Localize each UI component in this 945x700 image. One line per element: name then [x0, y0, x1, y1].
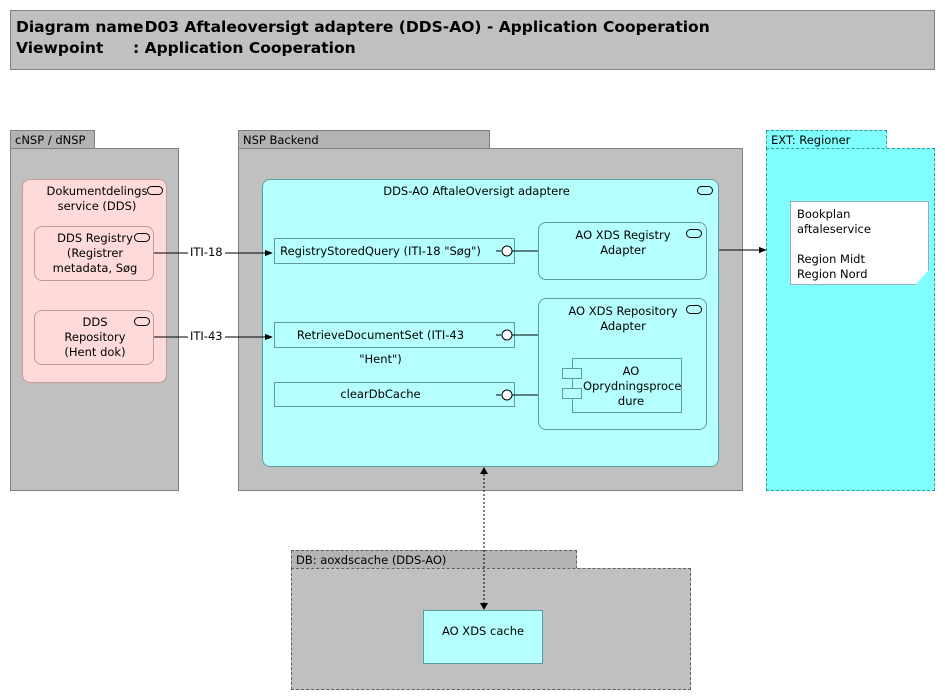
- dds-registry-label-line: DDS Registry: [57, 231, 133, 245]
- ao-repository-adapter-label: AO XDS Repository Adapter: [549, 304, 697, 334]
- component-icon: [134, 317, 150, 326]
- dds-service-label-line: service (DDS): [57, 199, 137, 213]
- dds-registry-label-line: metadata, Søg: [52, 261, 138, 275]
- ao-repository-adapter-label-line: AO XDS Repository: [568, 304, 678, 318]
- ao-xds-cache-label: AO XDS cache: [441, 624, 525, 638]
- nsp-backend-group-tab[interactable]: NSP Backend: [238, 130, 490, 149]
- diagram-name-key: Diagram name: [16, 18, 144, 36]
- db-group-tab[interactable]: DB: aoxdscache (DDS-AO): [291, 550, 577, 569]
- retrieve-document-set-interface[interactable]: RetrieveDocumentSet (ITI-43 "Hent"): [274, 322, 515, 366]
- ao-registry-adapter-label-line: Adapter: [600, 243, 646, 257]
- bookplan-note[interactable]: Bookplan aftaleservice Region Midt Regio…: [790, 201, 929, 285]
- ao-repository-adapter-label-line: Adapter: [600, 319, 646, 333]
- ao-registry-adapter-label: AO XDS Registry Adapter: [549, 228, 697, 258]
- dds-repository-component[interactable]: DDS Repository (Hent dok): [34, 310, 154, 365]
- diagram-name-row: Diagram name: D03 Aftaleoversigt adapter…: [16, 17, 934, 38]
- component-icon: [134, 233, 150, 242]
- dds-registry-label: DDS Registry (Registrer metadata, Søg: [39, 231, 151, 276]
- ao-xds-cache-artifact[interactable]: AO XDS cache: [423, 610, 543, 664]
- diagram-name-value: : D03 Aftaleoversigt adaptere (DDS-AO) -…: [133, 18, 710, 36]
- registry-stored-query-interface[interactable]: RegistryStoredQuery (ITI-18 "Søg"): [274, 238, 515, 264]
- dds-repository-label-line: (Hent dok): [64, 345, 126, 359]
- dds-repository-label-line: DDS: [82, 315, 108, 329]
- note-title: Bookplan aftaleservice: [797, 207, 871, 236]
- viewpoint-key: Viewpoint: [16, 39, 104, 57]
- repository-lollipop-icon: [501, 329, 513, 341]
- dds-repository-label-line: Repository: [64, 330, 126, 344]
- registry-lollipop-icon: [501, 245, 513, 257]
- component-port-icon: [562, 368, 582, 379]
- ao-oprydning-label-line: AO: [622, 364, 640, 378]
- cache-access-arrow-up-icon: [480, 467, 488, 474]
- ext-regioner-group-tab[interactable]: EXT: Regioner: [766, 130, 887, 149]
- ao-oprydning-label: AO Oprydningsproce dure: [583, 364, 682, 409]
- component-icon: [697, 186, 713, 195]
- iti18-edge-label: ITI-18: [188, 245, 225, 259]
- dds-service-label-line: Dokumentdelings: [46, 184, 148, 198]
- ao-oprydning-component[interactable]: AO Oprydningsproce dure: [572, 358, 682, 413]
- ao-oprydning-label-line: Oprydningsproce: [583, 379, 682, 393]
- diagram-title-box: Diagram name: D03 Aftaleoversigt adapter…: [10, 10, 935, 70]
- viewpoint-row: Viewpoint : Application Cooperation: [16, 38, 934, 59]
- ao-oprydning-label-line: dure: [617, 394, 645, 408]
- component-icon: [147, 186, 163, 195]
- viewpoint-value: : Application Cooperation: [133, 39, 356, 57]
- component-port-icon: [562, 388, 582, 399]
- dds-registry-label-line: (Registrer: [66, 246, 124, 260]
- component-icon: [686, 305, 702, 314]
- cache-access-arrow-down-icon: [480, 603, 488, 610]
- note-line: Region Nord: [797, 267, 868, 281]
- cache-lollipop-icon: [501, 389, 513, 401]
- ao-registry-adapter-label-line: AO XDS Registry: [575, 228, 671, 242]
- dds-registry-component[interactable]: DDS Registry (Registrer metadata, Søg: [34, 226, 154, 281]
- ao-adaptere-label: DDS-AO AftaleOversigt adaptere: [383, 184, 570, 198]
- cnsp-group-tab[interactable]: cNSP / dNSP: [10, 130, 95, 149]
- dds-repository-label: DDS Repository (Hent dok): [39, 315, 151, 360]
- iti43-edge-label: ITI-43: [188, 329, 225, 343]
- note-line: Region Midt: [797, 252, 865, 266]
- clear-db-cache-interface[interactable]: clearDbCache: [274, 382, 515, 407]
- component-icon: [686, 229, 702, 238]
- dds-service-label: Dokumentdelings service (DDS): [37, 184, 157, 214]
- ao-registry-adapter-component[interactable]: AO XDS Registry Adapter: [538, 222, 707, 280]
